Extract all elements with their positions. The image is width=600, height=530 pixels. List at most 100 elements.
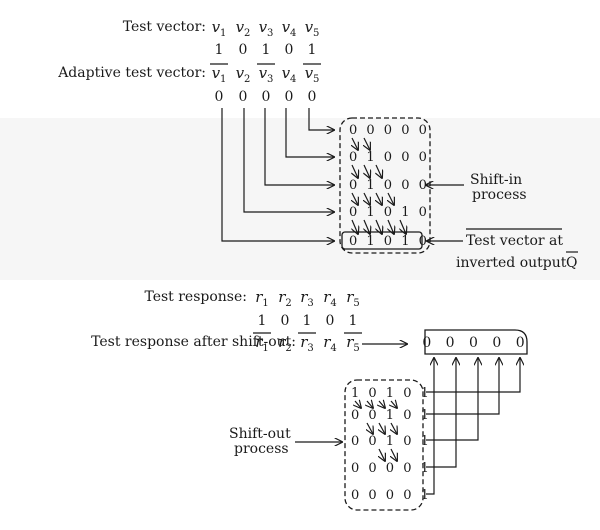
shift-in-row-4: 0 1 0 1 0 [349,205,429,220]
test-vector-var-subscript: 4 [290,28,296,39]
shift-in-row-2: 0 1 0 0 0 [349,150,429,165]
shift-out-label-line-2: process [234,441,289,457]
test-vector-var-5: v5 [305,18,320,39]
after-shift-var-1: r1 [255,333,269,354]
after-shift-var-symbol: r [255,333,263,351]
test-vector-at-label: Test vector at [466,233,563,249]
test-vector-var-2: v2 [236,18,251,39]
adaptive-var-symbol: v [305,64,314,82]
shift-in-row-5: 0 1 0 1 0 [349,234,429,249]
test-response-bit-5: 1 [349,313,358,329]
adaptive-var-symbol: v [282,64,291,82]
after-shift-var-symbol: r [278,333,286,351]
test-response-var-symbol: r [278,288,286,306]
after-shift-var-symbol: r [346,333,354,351]
adaptive-var-subscript: 3 [267,74,273,85]
adaptive-var-symbol: v [236,64,245,82]
test-response-var-1: r1 [255,288,269,309]
adaptive-var-subscript: 5 [313,74,319,85]
test-vector-var-subscript: 2 [244,28,250,39]
test-response-after-shift-out-label: Test response after shift-out: [91,334,296,350]
test-response-var-2: r2 [278,288,292,309]
background-band [0,118,600,280]
test-vector-var-3: v3 [259,18,274,39]
shift-in-row-3: 0 1 0 0 0 [349,178,429,193]
test-vector-bit-3: 1 [262,42,271,58]
test-vector-var-symbol: v [282,18,291,36]
adaptive-var-1: v1 [212,64,227,85]
test-response-var-symbol: r [346,288,354,306]
test-response-var-subscript: 1 [262,298,268,309]
test-vector-bit-2: 0 [239,42,248,58]
test-vector-var-4: v4 [282,18,297,39]
shift-out-diagonal-arrow [367,422,373,434]
test-response-var-subscript: 2 [285,298,291,309]
connector-bit-5 [308,108,334,130]
test-response-var-3: r3 [300,288,314,309]
test-vector-bit-5: 1 [308,42,317,58]
output-register-box [424,329,528,355]
test-vector-var-symbol: v [259,18,268,36]
after-shift-var-subscript: 3 [307,343,313,354]
adaptive-var-2: v2 [236,64,251,85]
test-response-var-subscript: 3 [307,298,313,309]
adaptive-bit-1: 0 [215,89,224,105]
shift-out-row-5: 0 0 0 0 1 [351,488,431,503]
test-response-bit-1: 1 [258,313,267,329]
adaptive-var-5: v5 [305,64,320,85]
test-vector-var-subscript: 5 [313,28,319,39]
register-to-output-connectors [426,358,520,495]
test-vector-var-symbol: v [305,18,314,36]
after-shift-var-subscript: 5 [353,343,359,354]
test-vector-var-1: v1 [212,18,227,39]
test-response-bit-2: 0 [281,313,290,329]
test-vector-bit-1: 1 [215,42,224,58]
shift-in-diagonal-arrow [364,192,370,205]
adaptive-bit-2: 0 [239,89,248,105]
shift-out-register-box [344,379,424,511]
after-shift-var-symbol: r [300,333,308,351]
shift-out-diagonal-arrow [367,401,373,408]
after-shift-var-3: r3 [300,333,314,354]
shift-out-row-3: 0 0 1 0 1 [351,434,431,449]
shift-out-register-rows: 1 0 1 0 10 0 1 0 10 0 1 0 10 0 0 0 10 0 … [351,386,431,503]
shift-out-row-4: 0 0 0 0 1 [351,461,431,476]
shift-in-diagonal-arrow [376,164,382,178]
adaptive-var-subscript: 1 [220,74,226,85]
adaptive-var-subscript: 2 [244,74,250,85]
test-vector-var-subscript: 1 [220,28,226,39]
adaptive-var-symbol: v [212,64,221,82]
test-vector-var-subscript: 3 [267,28,273,39]
shift-in-diagonal-arrow [352,164,358,178]
connector-bit-4 [285,108,334,157]
after-shift-var-2: r2 [278,333,292,354]
test-vector-var-symbol: v [212,18,221,36]
adaptive-bit-3: 0 [262,89,271,105]
inverted-output-label: inverted output [456,255,567,271]
shift-out-row-1: 1 0 1 0 1 [351,386,431,401]
shift-out-label-line-1: Shift-out [229,426,291,442]
shift-in-diagonal-arrow [364,137,370,150]
connector-bit-2 [243,108,334,212]
shift-in-register-rows: 0 0 0 0 00 1 0 0 00 1 0 0 00 1 0 1 00 1 … [349,123,429,249]
shift-out-diagonal-arrow [379,422,385,434]
connector-out-5 [426,358,520,393]
shift-out-diagonal-arrow [391,401,397,408]
shift-in-diagonal-arrow [352,137,358,150]
output-register-row: 0 0 0 0 0 [422,335,529,351]
shift-in-label-line-2: process [472,187,527,203]
after-shift-var-5: r5 [346,333,360,354]
test-response-var-symbol: r [323,288,331,306]
adaptive-var-subscript: 4 [290,74,296,85]
test-vector-bit-4: 0 [285,42,294,58]
test-response-var-symbol: r [300,288,308,306]
connector-out-3 [426,358,478,441]
adaptive-bit-5: 0 [308,89,317,105]
connector-bit-3 [264,108,334,185]
test-response-label: Test response: [144,289,247,305]
shift-out-diagonal-arrow [355,401,361,408]
